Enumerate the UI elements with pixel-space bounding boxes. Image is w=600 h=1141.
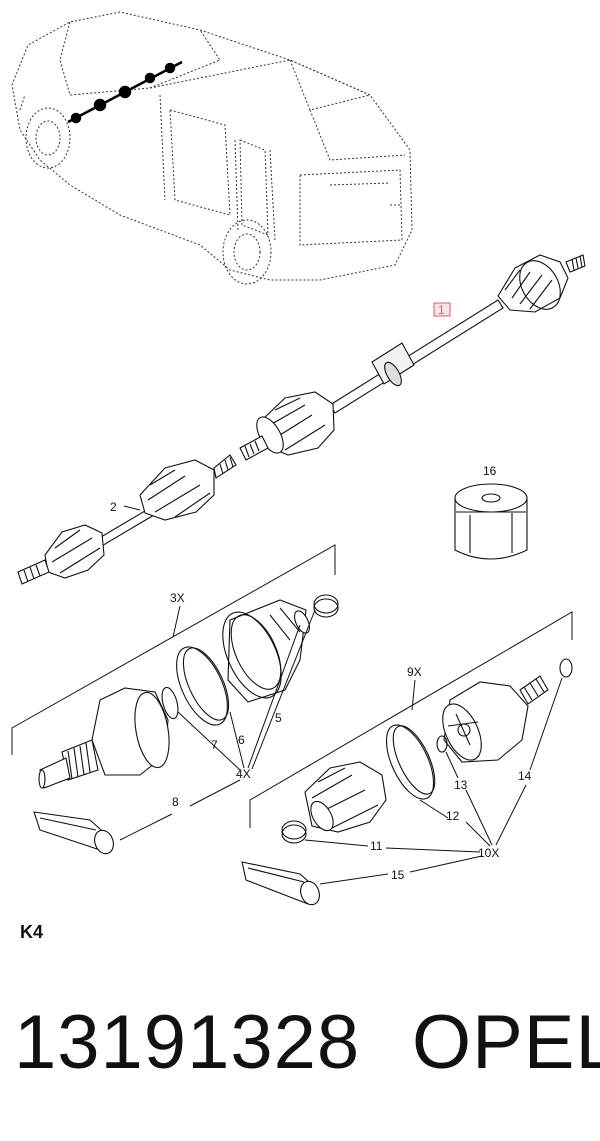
callout-7: 7 xyxy=(211,738,218,752)
grease-container xyxy=(454,483,528,560)
large-clamp-12 xyxy=(385,724,436,800)
callout-9x: 9X xyxy=(407,665,422,679)
outer-boot-5 xyxy=(222,599,310,703)
callout-3x: 3X xyxy=(170,591,185,605)
part-number: 13191328 xyxy=(14,1000,361,1085)
vehicle-driveshaft-mini xyxy=(67,60,183,124)
grease-tube-15 xyxy=(241,861,320,906)
leaders-10x xyxy=(304,677,563,885)
vehicle-illustration xyxy=(11,11,413,285)
callout-5: 5 xyxy=(275,711,282,725)
callout-4x: 4X xyxy=(236,767,251,781)
large-clamp-6 xyxy=(176,646,230,726)
inner-boot-11 xyxy=(304,761,387,833)
callout-1: 1 xyxy=(438,303,445,317)
callout-16: 16 xyxy=(483,464,497,478)
callout-2: 2 xyxy=(110,500,117,514)
inner-tripod-joint xyxy=(442,675,549,763)
callout-8: 8 xyxy=(172,795,179,809)
brand-name: OPEL xyxy=(412,1000,600,1085)
ring-14 xyxy=(559,658,573,678)
callout-13: 13 xyxy=(454,778,468,792)
small-clamp-top xyxy=(313,594,339,618)
outer-cv-joint xyxy=(38,687,170,789)
driveshaft-left xyxy=(17,454,237,585)
exploded-parts-diagram: 1 2 16 3X xyxy=(11,11,586,942)
section-code: K4 xyxy=(20,922,43,942)
bracket-9x xyxy=(249,611,573,828)
bracket-3x xyxy=(11,544,336,755)
leaders-4x xyxy=(177,609,316,807)
callout-6: 6 xyxy=(238,733,245,747)
callout-10x: 10X xyxy=(478,846,499,860)
small-clamp-7 xyxy=(161,686,179,720)
callout-15: 15 xyxy=(391,868,405,882)
callout-11: 11 xyxy=(370,839,383,853)
small-clamp-11 xyxy=(281,820,307,844)
callout-14: 14 xyxy=(518,769,532,783)
circlip-13 xyxy=(436,735,448,753)
callout-box-1: 1 xyxy=(433,302,451,317)
callout-12: 12 xyxy=(446,809,460,823)
grease-tube-8 xyxy=(33,811,173,855)
driveshaft-right xyxy=(239,254,586,461)
